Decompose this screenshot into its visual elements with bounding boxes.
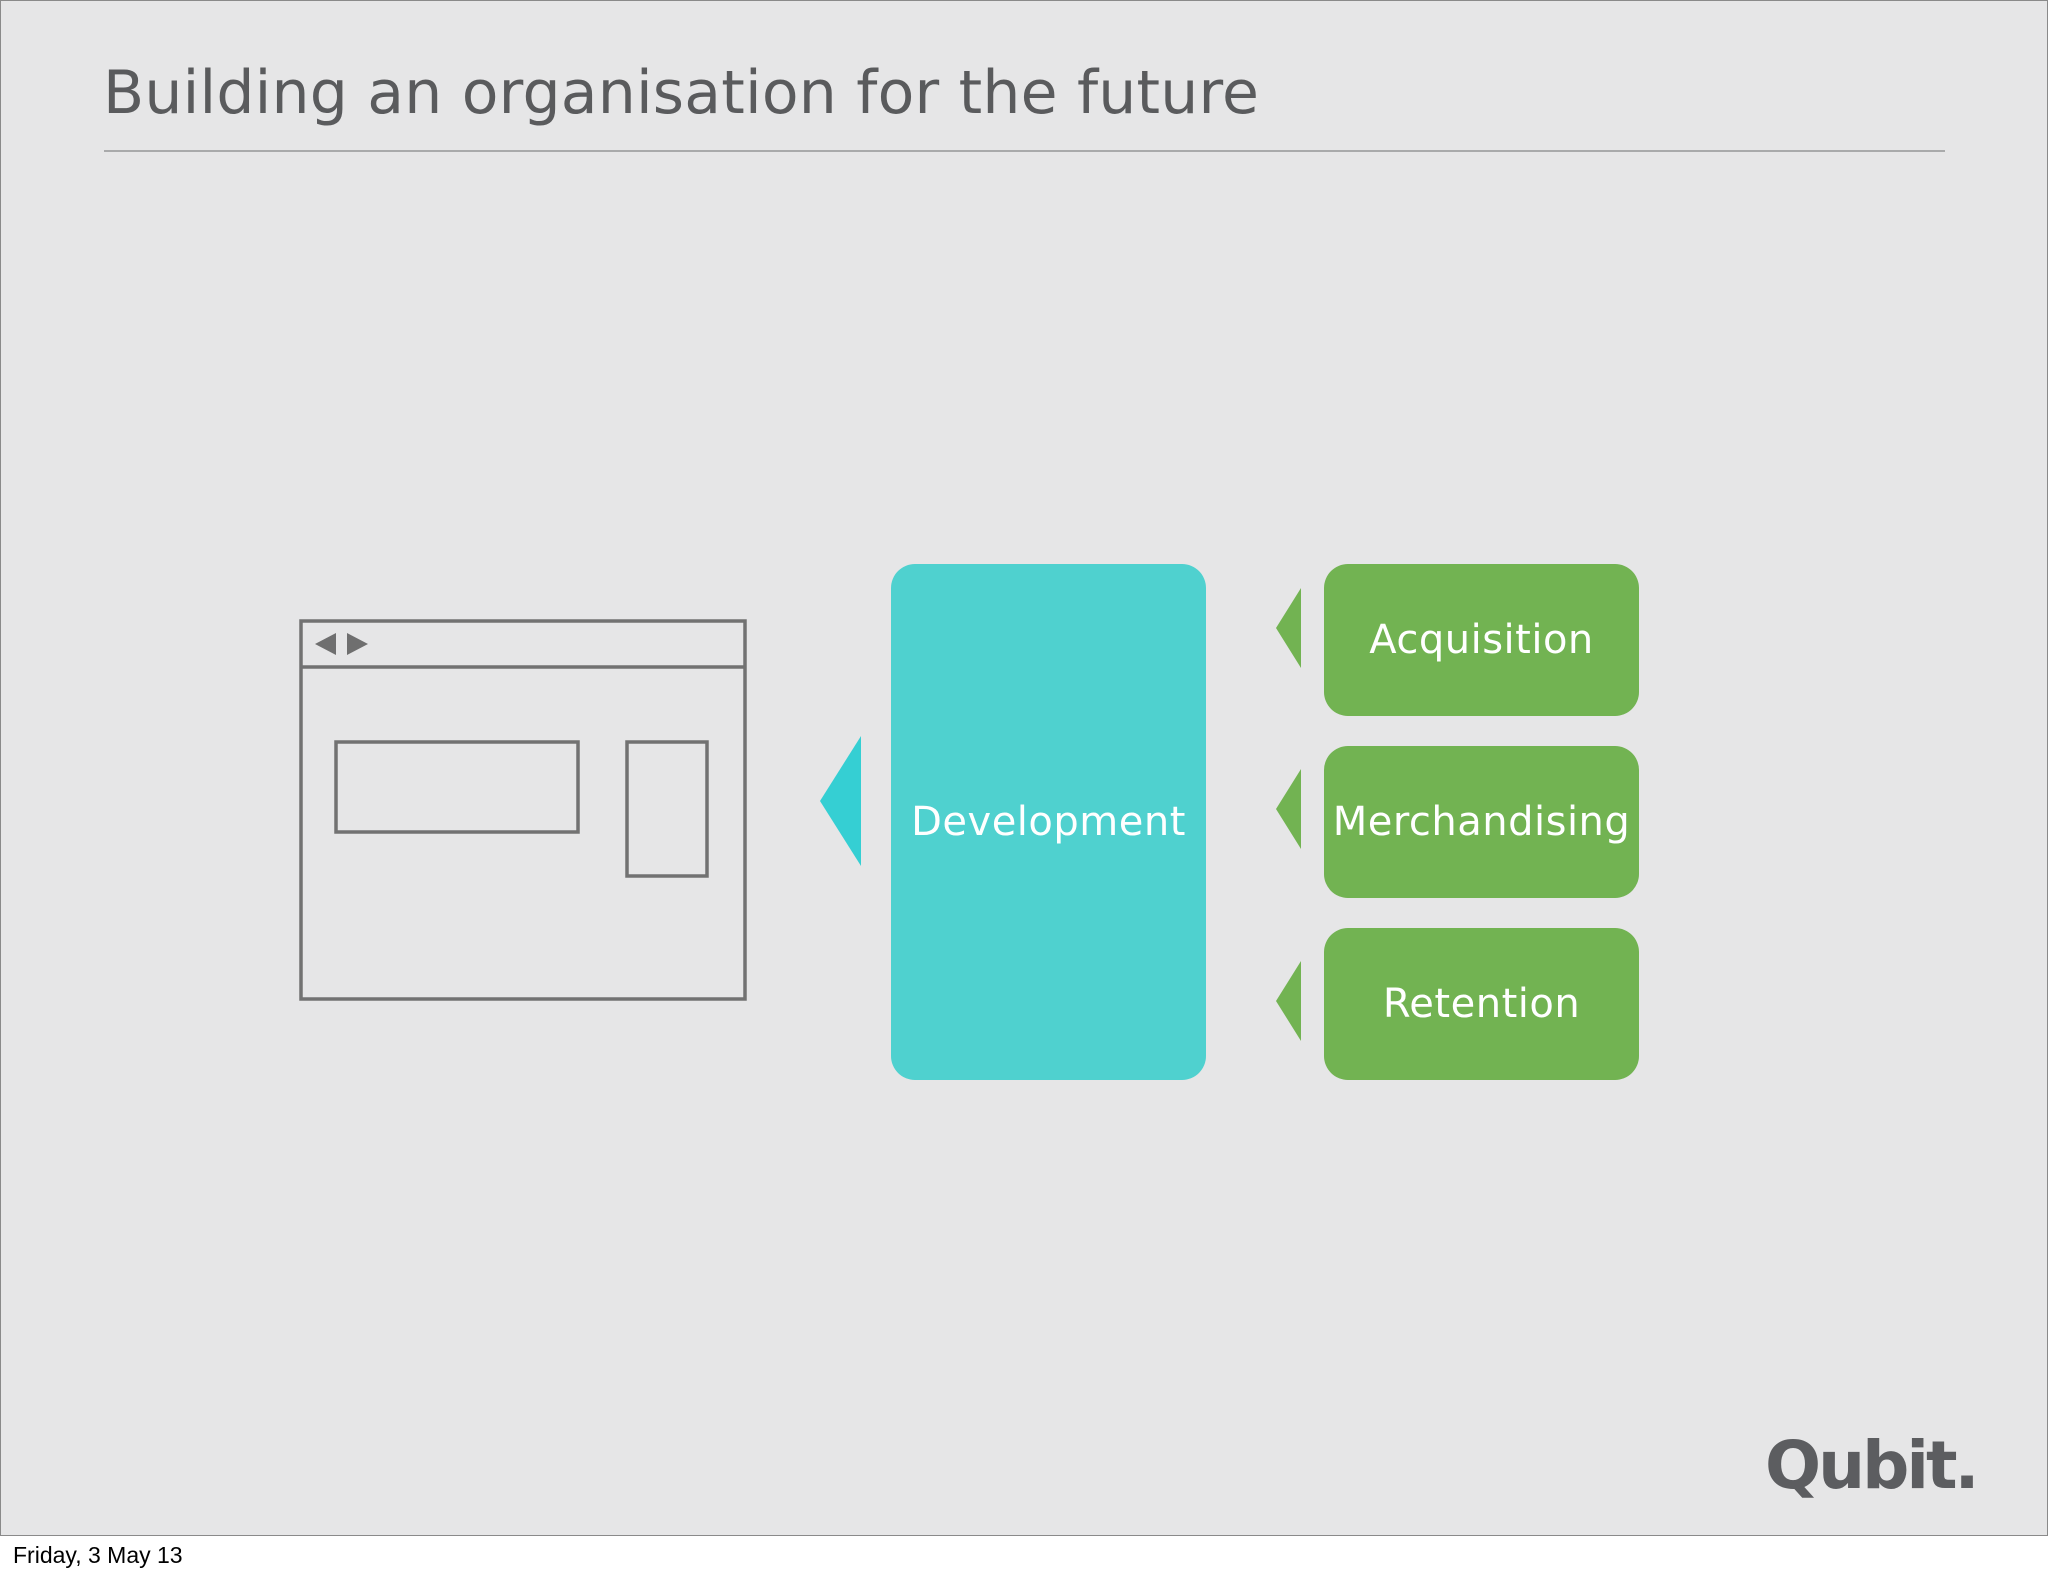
browser-window-wireframe-icon (299, 619, 747, 1001)
qubit-logo: Qubit. (1765, 1427, 1980, 1504)
footer-date: Friday, 3 May 13 (13, 1542, 183, 1568)
title-divider (104, 150, 1945, 152)
nav-back-arrow-icon (315, 633, 336, 655)
wireframe-window-frame (299, 619, 747, 1001)
nav-forward-arrow-icon (347, 633, 368, 655)
slide: Building an organisation for the future … (0, 0, 2048, 1536)
merchandising-block: Merchandising (1324, 746, 1639, 898)
development-block: Development (891, 564, 1206, 1080)
merchandising-pointer-icon (1276, 769, 1301, 849)
wireframe-sidebar-box (625, 740, 709, 878)
development-pointer-icon (820, 736, 861, 866)
slide-title: Building an organisation for the future (103, 58, 1260, 128)
wireframe-content-box (334, 740, 580, 834)
retention-block: Retention (1324, 928, 1639, 1080)
acquisition-pointer-icon (1276, 588, 1301, 668)
acquisition-block: Acquisition (1324, 564, 1639, 716)
retention-pointer-icon (1276, 961, 1301, 1041)
